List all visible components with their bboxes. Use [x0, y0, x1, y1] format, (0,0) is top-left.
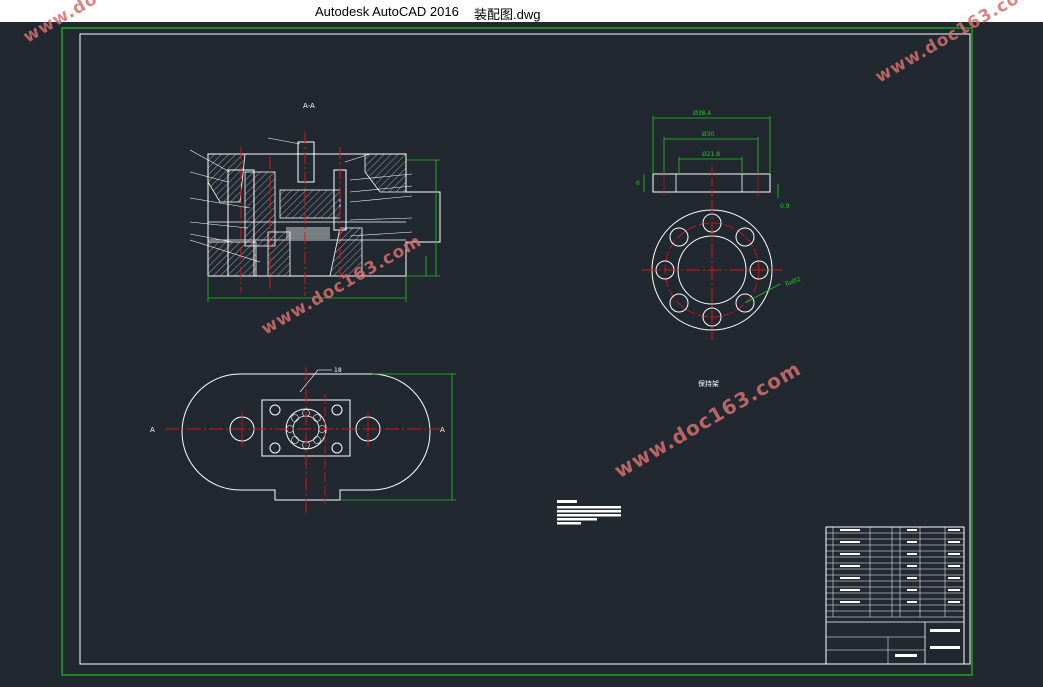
- view-label-right: A: [440, 426, 445, 434]
- notes-block: [557, 500, 621, 525]
- inner-frame: [79, 33, 971, 665]
- dim-thickness: 6: [636, 180, 640, 187]
- dim-hole: 8xØ2: [784, 276, 802, 288]
- section-view: A-A: [189, 102, 441, 302]
- file-name: 装配图.dwg: [474, 7, 541, 22]
- cad-drawing: A-A: [61, 27, 973, 676]
- dim-side: 0.9: [780, 203, 790, 210]
- outer-frame: [61, 27, 973, 676]
- dim-outer-dia: Ø38.4: [693, 110, 711, 117]
- cage-part-view: Ø38.4 Ø30 Ø21.8 6 0.9: [636, 110, 802, 388]
- dim-mid-dia: Ø30: [702, 131, 715, 138]
- title-block: [825, 526, 965, 665]
- part-view-caption: 保持架: [698, 379, 719, 388]
- dim-inner-dia: Ø21.8: [702, 151, 720, 158]
- top-view: A A 18: [150, 367, 456, 514]
- view-label-left: A: [150, 426, 155, 434]
- callout-number: 18: [334, 367, 342, 374]
- app-title: Autodesk AutoCAD 2016: [315, 4, 459, 19]
- title-bar: Autodesk AutoCAD 2016 装配图.dwg: [0, 0, 1043, 22]
- section-label: A-A: [303, 102, 315, 110]
